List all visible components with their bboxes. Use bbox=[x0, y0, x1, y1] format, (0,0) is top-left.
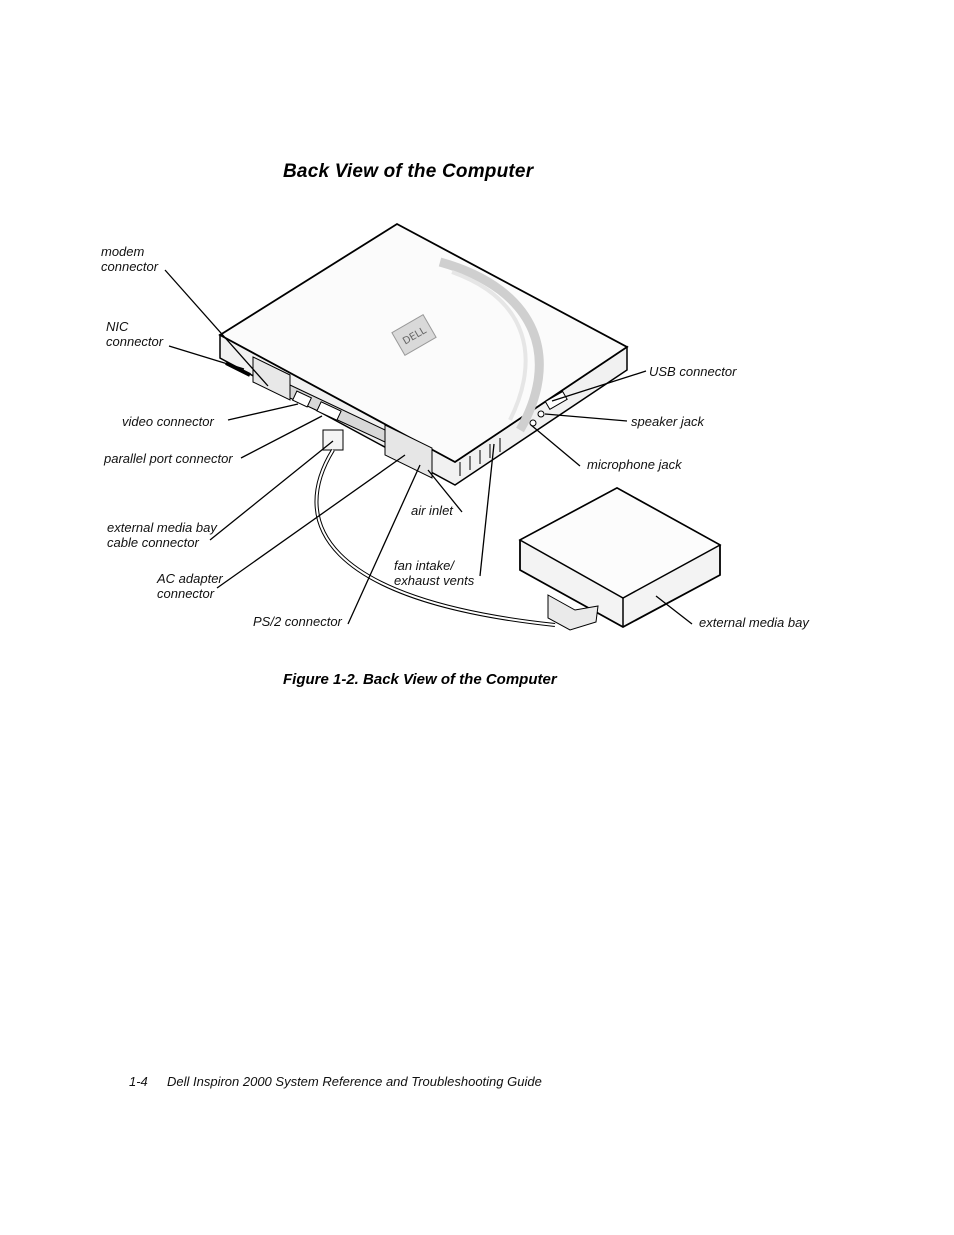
label-modem-connector: modem connector bbox=[101, 244, 159, 274]
label-external-media-bay: external media bay bbox=[699, 615, 809, 630]
label-speaker-jack: speaker jack bbox=[631, 414, 704, 429]
page-footer: 1-4 Dell Inspiron 2000 System Reference a… bbox=[129, 1074, 542, 1089]
label-ac-adapter-connector: AC adapter connector bbox=[157, 571, 223, 601]
figure-heading: Back View of the Computer bbox=[283, 161, 534, 182]
label-media-bay-cable-connector: external media bay cable connector bbox=[107, 520, 217, 550]
label-microphone-jack: microphone jack bbox=[587, 457, 682, 472]
label-air-inlet: air inlet bbox=[411, 503, 453, 518]
label-video-connector: video connector bbox=[122, 414, 214, 429]
back-view-illustration: DELL bbox=[164, 222, 722, 631]
label-parallel-port-connector: parallel port connector bbox=[104, 451, 233, 466]
fan-vents bbox=[459, 438, 501, 476]
label-fan-vents: fan intake/ exhaust vents bbox=[394, 558, 475, 588]
page-number: 1-4 bbox=[129, 1074, 148, 1089]
figure-caption: Figure 1-2. Back View of the Computer bbox=[283, 671, 557, 688]
label-ps2-connector: PS/2 connector bbox=[253, 614, 342, 629]
label-nic-connector: NIC connector bbox=[106, 319, 164, 349]
dell-logo: DELL bbox=[391, 314, 437, 356]
label-usb-connector: USB connector bbox=[649, 364, 737, 379]
document-title: Dell Inspiron 2000 System Reference and … bbox=[167, 1074, 542, 1089]
